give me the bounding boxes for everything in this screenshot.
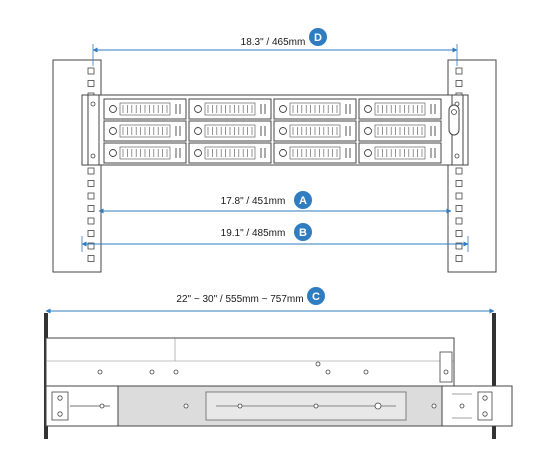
drive-bay: [358, 142, 442, 164]
rail-screw: [431, 403, 437, 409]
dimension-b-label: 19.1" / 485mm: [221, 228, 286, 239]
front-bracket-latch: [51, 391, 69, 421]
rack-hole: [455, 192, 463, 200]
tray-lock-icon: [279, 149, 287, 157]
tray-lock-icon: [194, 149, 202, 157]
dimension-a-label: 17.8" / 451mm: [221, 196, 286, 207]
bracket-screw: [459, 403, 465, 409]
rail-screw: [374, 402, 382, 410]
rack-hole: [87, 192, 95, 200]
rack-hole: [455, 180, 463, 187]
left-rack-post: [52, 59, 102, 273]
rack-hole: [455, 80, 463, 87]
drive-bay: [273, 120, 357, 142]
drive-bay: [358, 120, 442, 142]
left-rack-ear: [87, 94, 100, 166]
rail-screw: [237, 403, 243, 409]
tray-lock-icon: [109, 127, 117, 135]
rear-handle: [439, 351, 453, 383]
drive-bays: [103, 98, 442, 164]
rack-hole: [87, 255, 95, 262]
rear-post-side: [492, 313, 496, 439]
tray-lock-icon: [194, 127, 202, 135]
bracket-screw: [57, 411, 63, 417]
rack-hole: [455, 217, 463, 225]
chassis-side: [45, 337, 455, 387]
drive-bay: [103, 98, 187, 120]
chassis-screw: [173, 369, 179, 375]
drive-bay: [358, 98, 442, 120]
chassis-screw: [97, 369, 103, 375]
bracket-screw: [57, 395, 63, 401]
badge-c: [307, 287, 325, 305]
chassis-screw: [363, 369, 369, 375]
bracket-screw: [482, 411, 488, 417]
side-view: 22" ~ 30" / 555mm ~ 757mm C: [44, 287, 513, 439]
rack-hole: [87, 67, 95, 75]
rack-hole: [87, 80, 95, 87]
tray-lock-icon: [194, 105, 202, 113]
tray-lock-icon: [109, 149, 117, 157]
tray-lock-icon: [279, 105, 287, 113]
bracket-screw: [99, 403, 105, 409]
power-icon: [451, 109, 457, 115]
drive-bay: [188, 98, 272, 120]
rack-hole: [455, 205, 463, 212]
dimension-c-label: 22" ~ 30" / 555mm ~ 757mm: [176, 294, 303, 305]
rack-hole: [455, 167, 463, 175]
rack-hole: [87, 230, 95, 237]
chassis-screw: [149, 369, 155, 375]
badge-c-letter: C: [312, 291, 320, 303]
rack-hole: [87, 180, 95, 187]
rack-hole: [87, 217, 95, 225]
badge-a-letter: A: [299, 195, 307, 207]
tray-lock-icon: [109, 105, 117, 113]
dimension-d-label: 18.3" / 465mm: [241, 37, 306, 48]
badge-d: [309, 28, 327, 46]
rack-hole: [87, 167, 95, 175]
ear-screw: [90, 101, 96, 107]
chassis-screw: [325, 369, 331, 375]
rack-hole: [455, 67, 463, 75]
rear-bracket-latch: [477, 391, 493, 421]
drive-bay: [273, 98, 357, 120]
rear-handle-screw: [443, 369, 449, 375]
chassis-screw: [315, 361, 321, 367]
rack-hole: [87, 205, 95, 212]
badge-b-letter: B: [299, 227, 307, 239]
tray-lock-icon: [279, 127, 287, 135]
rack-hole: [455, 255, 463, 262]
tray-lock-icon: [364, 127, 372, 135]
badge-d-letter: D: [314, 32, 322, 44]
rail-screw: [313, 403, 319, 409]
rear-rail-bracket: [441, 385, 513, 427]
drive-bay: [103, 120, 187, 142]
drive-bay: [103, 142, 187, 164]
bracket-screw: [482, 395, 488, 401]
front-view: 18.3" / 465mm D 17.8" / 451mm A 19.1" / …: [52, 28, 497, 273]
drive-bay: [273, 142, 357, 164]
tray-lock-icon: [364, 105, 372, 113]
drive-bay: [188, 120, 272, 142]
badge-b: [294, 223, 312, 241]
tray-lock-icon: [364, 149, 372, 157]
right-rack-post: [447, 59, 497, 273]
ear-screw: [90, 153, 96, 159]
rail-screw: [183, 403, 189, 409]
badge-a: [294, 191, 312, 209]
ear-screw: [454, 153, 460, 159]
drive-bay: [188, 142, 272, 164]
rack-hole: [455, 230, 463, 237]
